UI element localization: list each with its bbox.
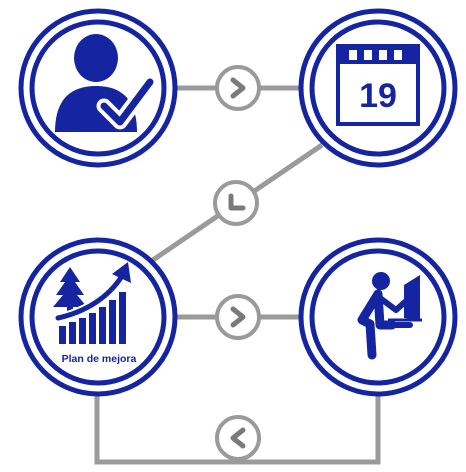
chevron-left-icon [230,427,246,449]
user-check-icon [55,34,158,132]
calendar-day: 19 [359,77,397,115]
connector-badge-2 [213,180,259,226]
calendar-icon: 19 [336,44,420,126]
chevron-right-icon [230,306,246,328]
node-plan: Plan de mejora [18,237,178,397]
connector-badge-1 [215,65,261,111]
chevron-right-icon [230,77,246,99]
chevron-down-left-icon [228,193,246,211]
person-at-computer-icon [357,272,422,360]
connector-badge-3 [215,294,261,340]
node-user [18,8,178,168]
plan-label: Plan de mejora [62,353,137,365]
connector-line-worker-plan-loop [94,395,381,465]
growth-chart-icon: Plan de mejora [53,262,137,365]
node-worker [298,237,458,397]
node-calendar: 19 [298,8,458,168]
connector-badge-4 [215,415,261,461]
